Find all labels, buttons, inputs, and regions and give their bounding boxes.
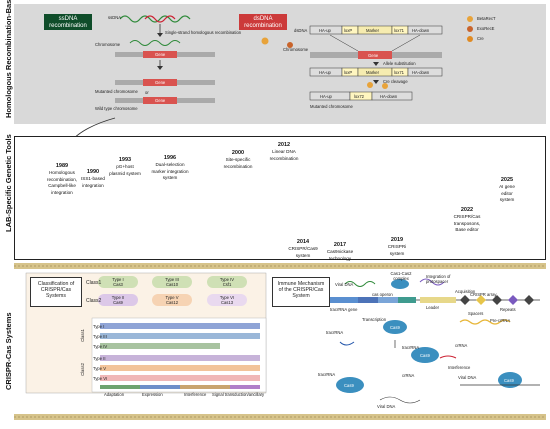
- cre-cleavage-label: Cre cleavage: [383, 79, 408, 84]
- lox71-label: lox71: [394, 28, 405, 33]
- tracrrna-label: tracrRNA: [326, 330, 344, 335]
- chromosome-label-ds: Chromosome: [283, 47, 309, 52]
- legend-cre: Cre: [477, 36, 484, 41]
- lox72-label: lox72: [354, 94, 365, 99]
- chromosome-label-ss: Chromosome: [95, 42, 121, 47]
- allele-substitution-label: Allele substitution: [383, 61, 416, 66]
- mutated-chromosome-label: Mutanted chromosome: [95, 89, 138, 94]
- wild-type-label: Wild type chromosome: [95, 106, 138, 111]
- classification-title-box: Classification of CRISPR/Cas Systems: [30, 277, 82, 307]
- acquisition-label: Acquisition: [455, 289, 476, 294]
- class2-label: Class2: [86, 298, 102, 304]
- ha-up-label-2: HA-up: [319, 70, 331, 75]
- row-type-iii: Type III: [93, 334, 107, 339]
- cas1-cas2-label: Cas1-Cas2 complex: [390, 271, 412, 281]
- ha-up-label: HA-up: [319, 28, 331, 33]
- viral-dna-label: Viral DNA: [335, 282, 354, 287]
- ha-down-label: HA-down: [412, 28, 430, 33]
- spacers-label: Spacers: [468, 311, 484, 316]
- crrna-label-2: crRNA: [402, 373, 415, 378]
- stage-adaptation: Adaptation: [104, 392, 125, 397]
- ha-down-label-3: HA-down: [380, 94, 398, 99]
- stage-expression: Expression: [142, 392, 163, 397]
- stage-signal: Signal transduction/ancillary: [212, 392, 265, 397]
- dsdna-recombination-tag: dsDNA recombination: [239, 14, 287, 30]
- lox71-label-2: lox71: [394, 70, 405, 75]
- ssdna-label: ssDNA: [108, 15, 122, 20]
- row-type-vi: Type VI: [93, 376, 108, 381]
- class1-row-label: Class1: [79, 329, 85, 342]
- row-type-ii: Type II: [93, 356, 106, 361]
- gene-label-ss-3: Gene: [155, 98, 166, 103]
- cas9-label-3: Cas9: [344, 383, 354, 388]
- row-type-v: Type V: [93, 366, 107, 371]
- membrane-top: [14, 263, 546, 269]
- immune-title-box: Immune Mechanism of the CRISPR/Cas Syste…: [272, 277, 330, 307]
- tracrrna-gene-label: tracrRNA gene: [330, 307, 358, 312]
- row-type-i: Type I: [93, 324, 105, 329]
- section-label-lab-tools: LAB-Specific Genetic Tools: [4, 134, 13, 232]
- ssdna-recombination-tag: ssDNA recombination: [44, 14, 92, 30]
- marker-label-2: Marker: [366, 70, 380, 75]
- gene-label-ss-2: Gene: [155, 80, 166, 85]
- gene-label-ds: Gene: [368, 53, 379, 58]
- section-label-crispr: CRISPR-Cas Systems: [4, 312, 13, 390]
- mutated-chromosome-label-2: Mutanted chromosome: [310, 104, 353, 109]
- dsdna-label: dsDNA: [294, 28, 308, 33]
- cas-operon-label: cas operon: [372, 292, 393, 297]
- leader-label: Leader: [426, 305, 440, 310]
- interference-label: Interference: [448, 365, 471, 370]
- crispr-array-label: CRISPR array: [470, 292, 497, 297]
- or-label: or: [145, 90, 149, 95]
- class2-row-label: Class2: [79, 363, 85, 376]
- genetic-tools-timeline-panel: [14, 136, 546, 260]
- legend-betarect: BetaRecT: [477, 16, 496, 21]
- tracrrna-label-3: tracrRNA: [318, 372, 336, 377]
- crrna-label: crRNA: [455, 343, 468, 348]
- pre-crrna-label: Pre-crRNA: [490, 318, 511, 323]
- ha-up-label-3: HA-up: [320, 94, 332, 99]
- loxp-label: loxP: [344, 28, 353, 33]
- viral-dna-label-3: Viral DNA: [377, 404, 396, 409]
- ha-down-label-2: HA-down: [412, 70, 430, 75]
- viral-dna-label-2: Viral DNA: [458, 375, 477, 380]
- gene-label-ss: Gene: [155, 52, 166, 57]
- stage-interference: Interference: [184, 392, 207, 397]
- marker-label: Marker: [366, 28, 380, 33]
- cas9-label-2: Cas9: [420, 353, 430, 358]
- loxp-label-2: loxP: [344, 70, 353, 75]
- legend-exorece: ExoRecE: [477, 26, 495, 31]
- single-strand-step: Single-strand homologous recombination: [165, 30, 242, 35]
- repeats-label: Repeats: [500, 307, 516, 312]
- transcription-label: Transcription: [362, 317, 387, 322]
- cas9-label: Cas9: [390, 325, 400, 330]
- tracrrna-label-2: tracrRNA: [402, 345, 420, 350]
- membrane-bottom: [14, 414, 546, 420]
- integration-label: Integration of protospacer: [426, 274, 451, 284]
- row-type-iv: Type IV: [93, 344, 108, 349]
- class1-label: Class1: [86, 280, 102, 286]
- cas9-label-4: Cas9: [504, 378, 514, 383]
